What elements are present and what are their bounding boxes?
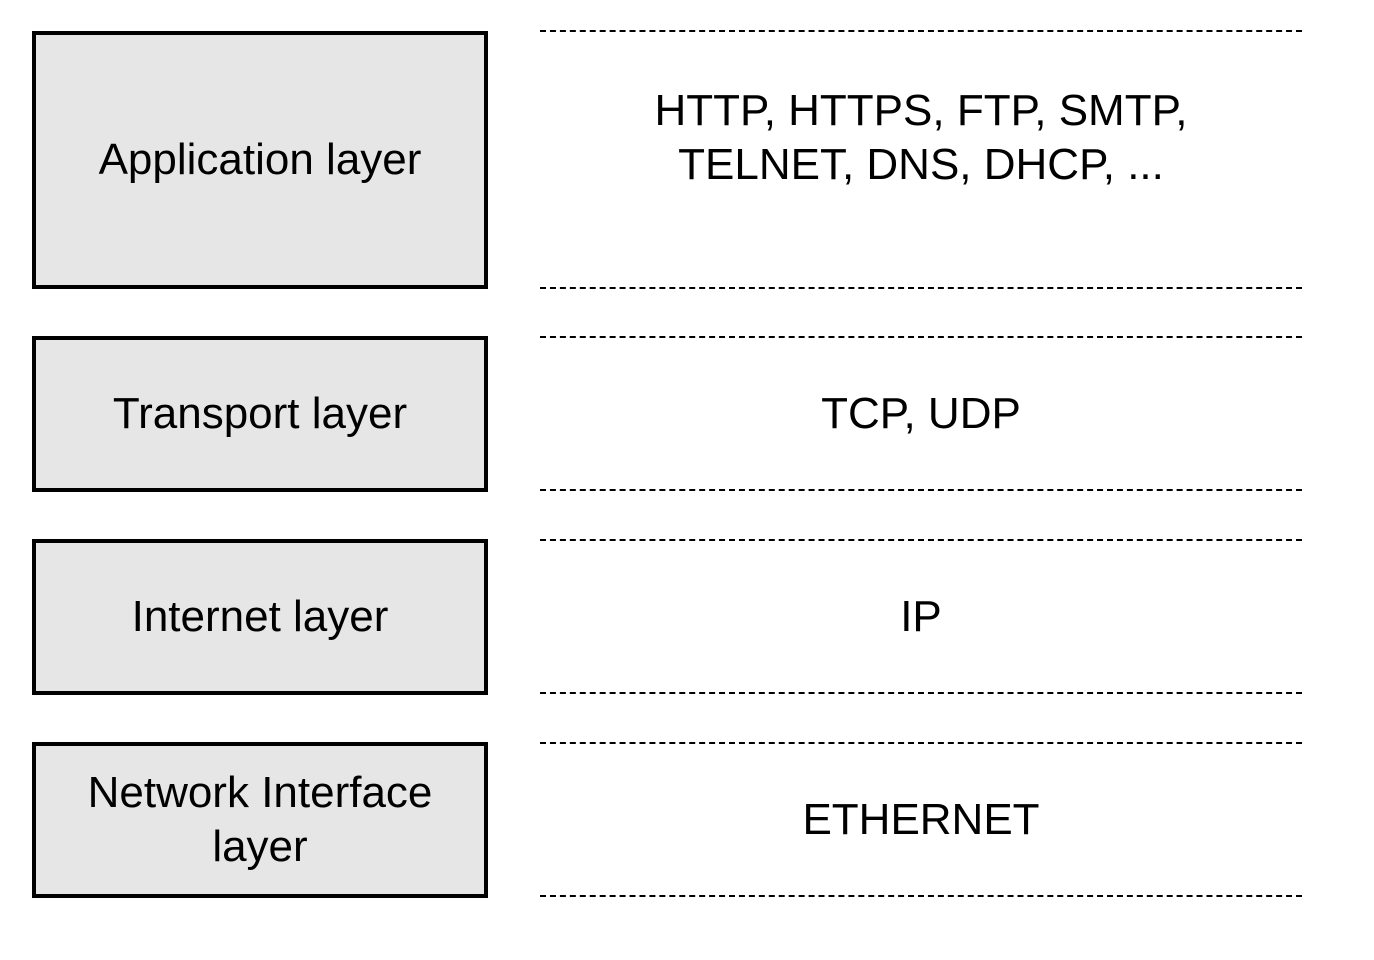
transport-band-bottom-divider: [540, 489, 1302, 491]
application-band-top-divider: [540, 30, 1302, 32]
internet-layer-label: Internet layer: [131, 592, 389, 641]
internet-layer-box: Internet layer: [32, 539, 488, 695]
internet-band-bottom-divider: [540, 692, 1302, 694]
transport-protocols-band: TCP, UDP: [540, 336, 1302, 491]
transport-layer-box: Transport layer: [32, 336, 488, 492]
application-layer-box: Application layer: [32, 31, 488, 289]
transport-protocols-text: TCP, UDP: [821, 388, 1021, 438]
transport-layer-label: Transport layer: [112, 389, 408, 438]
application-layer-label: Application layer: [98, 135, 422, 184]
network-interface-band-top-divider: [540, 742, 1302, 744]
network-interface-band-bottom-divider: [540, 895, 1302, 897]
application-protocols-text: HTTP, HTTPS, FTP, SMTP, TELNET, DNS, DHC…: [654, 85, 1188, 189]
network-interface-protocols-band: ETHERNET: [540, 742, 1302, 897]
internet-protocols-text: IP: [900, 591, 942, 641]
internet-protocols-band: IP: [540, 539, 1302, 694]
transport-band-top-divider: [540, 336, 1302, 338]
network-interface-layer-label: Network Interface layer: [87, 768, 433, 871]
internet-band-top-divider: [540, 539, 1302, 541]
network-interface-layer-box: Network Interface layer: [32, 742, 488, 898]
application-band-bottom-divider: [540, 287, 1302, 289]
network-interface-protocols-text: ETHERNET: [802, 794, 1040, 844]
application-protocols-band: HTTP, HTTPS, FTP, SMTP, TELNET, DNS, DHC…: [540, 30, 1302, 289]
